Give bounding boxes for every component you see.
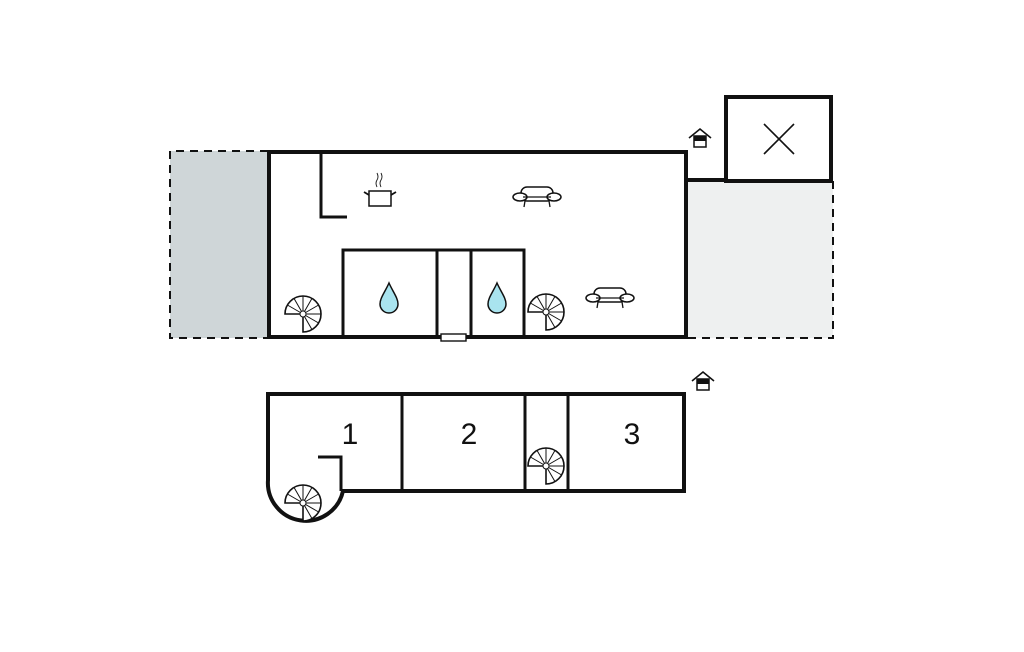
terrace-right-border	[687, 181, 834, 339]
stair-wall	[318, 455, 343, 491]
void-x-icon	[763, 123, 795, 155]
upper-floor-outline	[265, 392, 686, 523]
door-sill	[440, 333, 467, 342]
room-label-2: 2	[461, 418, 478, 451]
sofa-icon	[512, 186, 562, 208]
entrance-icon	[688, 128, 712, 148]
bathroom-block	[341, 248, 526, 336]
water-drop-icon	[487, 282, 507, 314]
stove-icon	[363, 172, 397, 207]
room-label-3: 3	[624, 418, 641, 451]
ground-floor-outline	[267, 150, 688, 339]
terrace-right	[687, 181, 833, 338]
kitchen-wall	[319, 153, 347, 219]
sofa-icon	[585, 287, 635, 309]
entrance-icon	[691, 371, 715, 391]
room-label-1: 1	[342, 418, 359, 451]
void-box	[724, 95, 833, 183]
spiral-stairs-icon	[527, 293, 565, 331]
terrace-left-border	[169, 150, 268, 339]
spiral-stairs-icon	[527, 447, 565, 485]
terrace-left	[170, 151, 268, 338]
spiral-stairs-icon	[284, 295, 322, 333]
water-drop-icon	[379, 282, 399, 314]
